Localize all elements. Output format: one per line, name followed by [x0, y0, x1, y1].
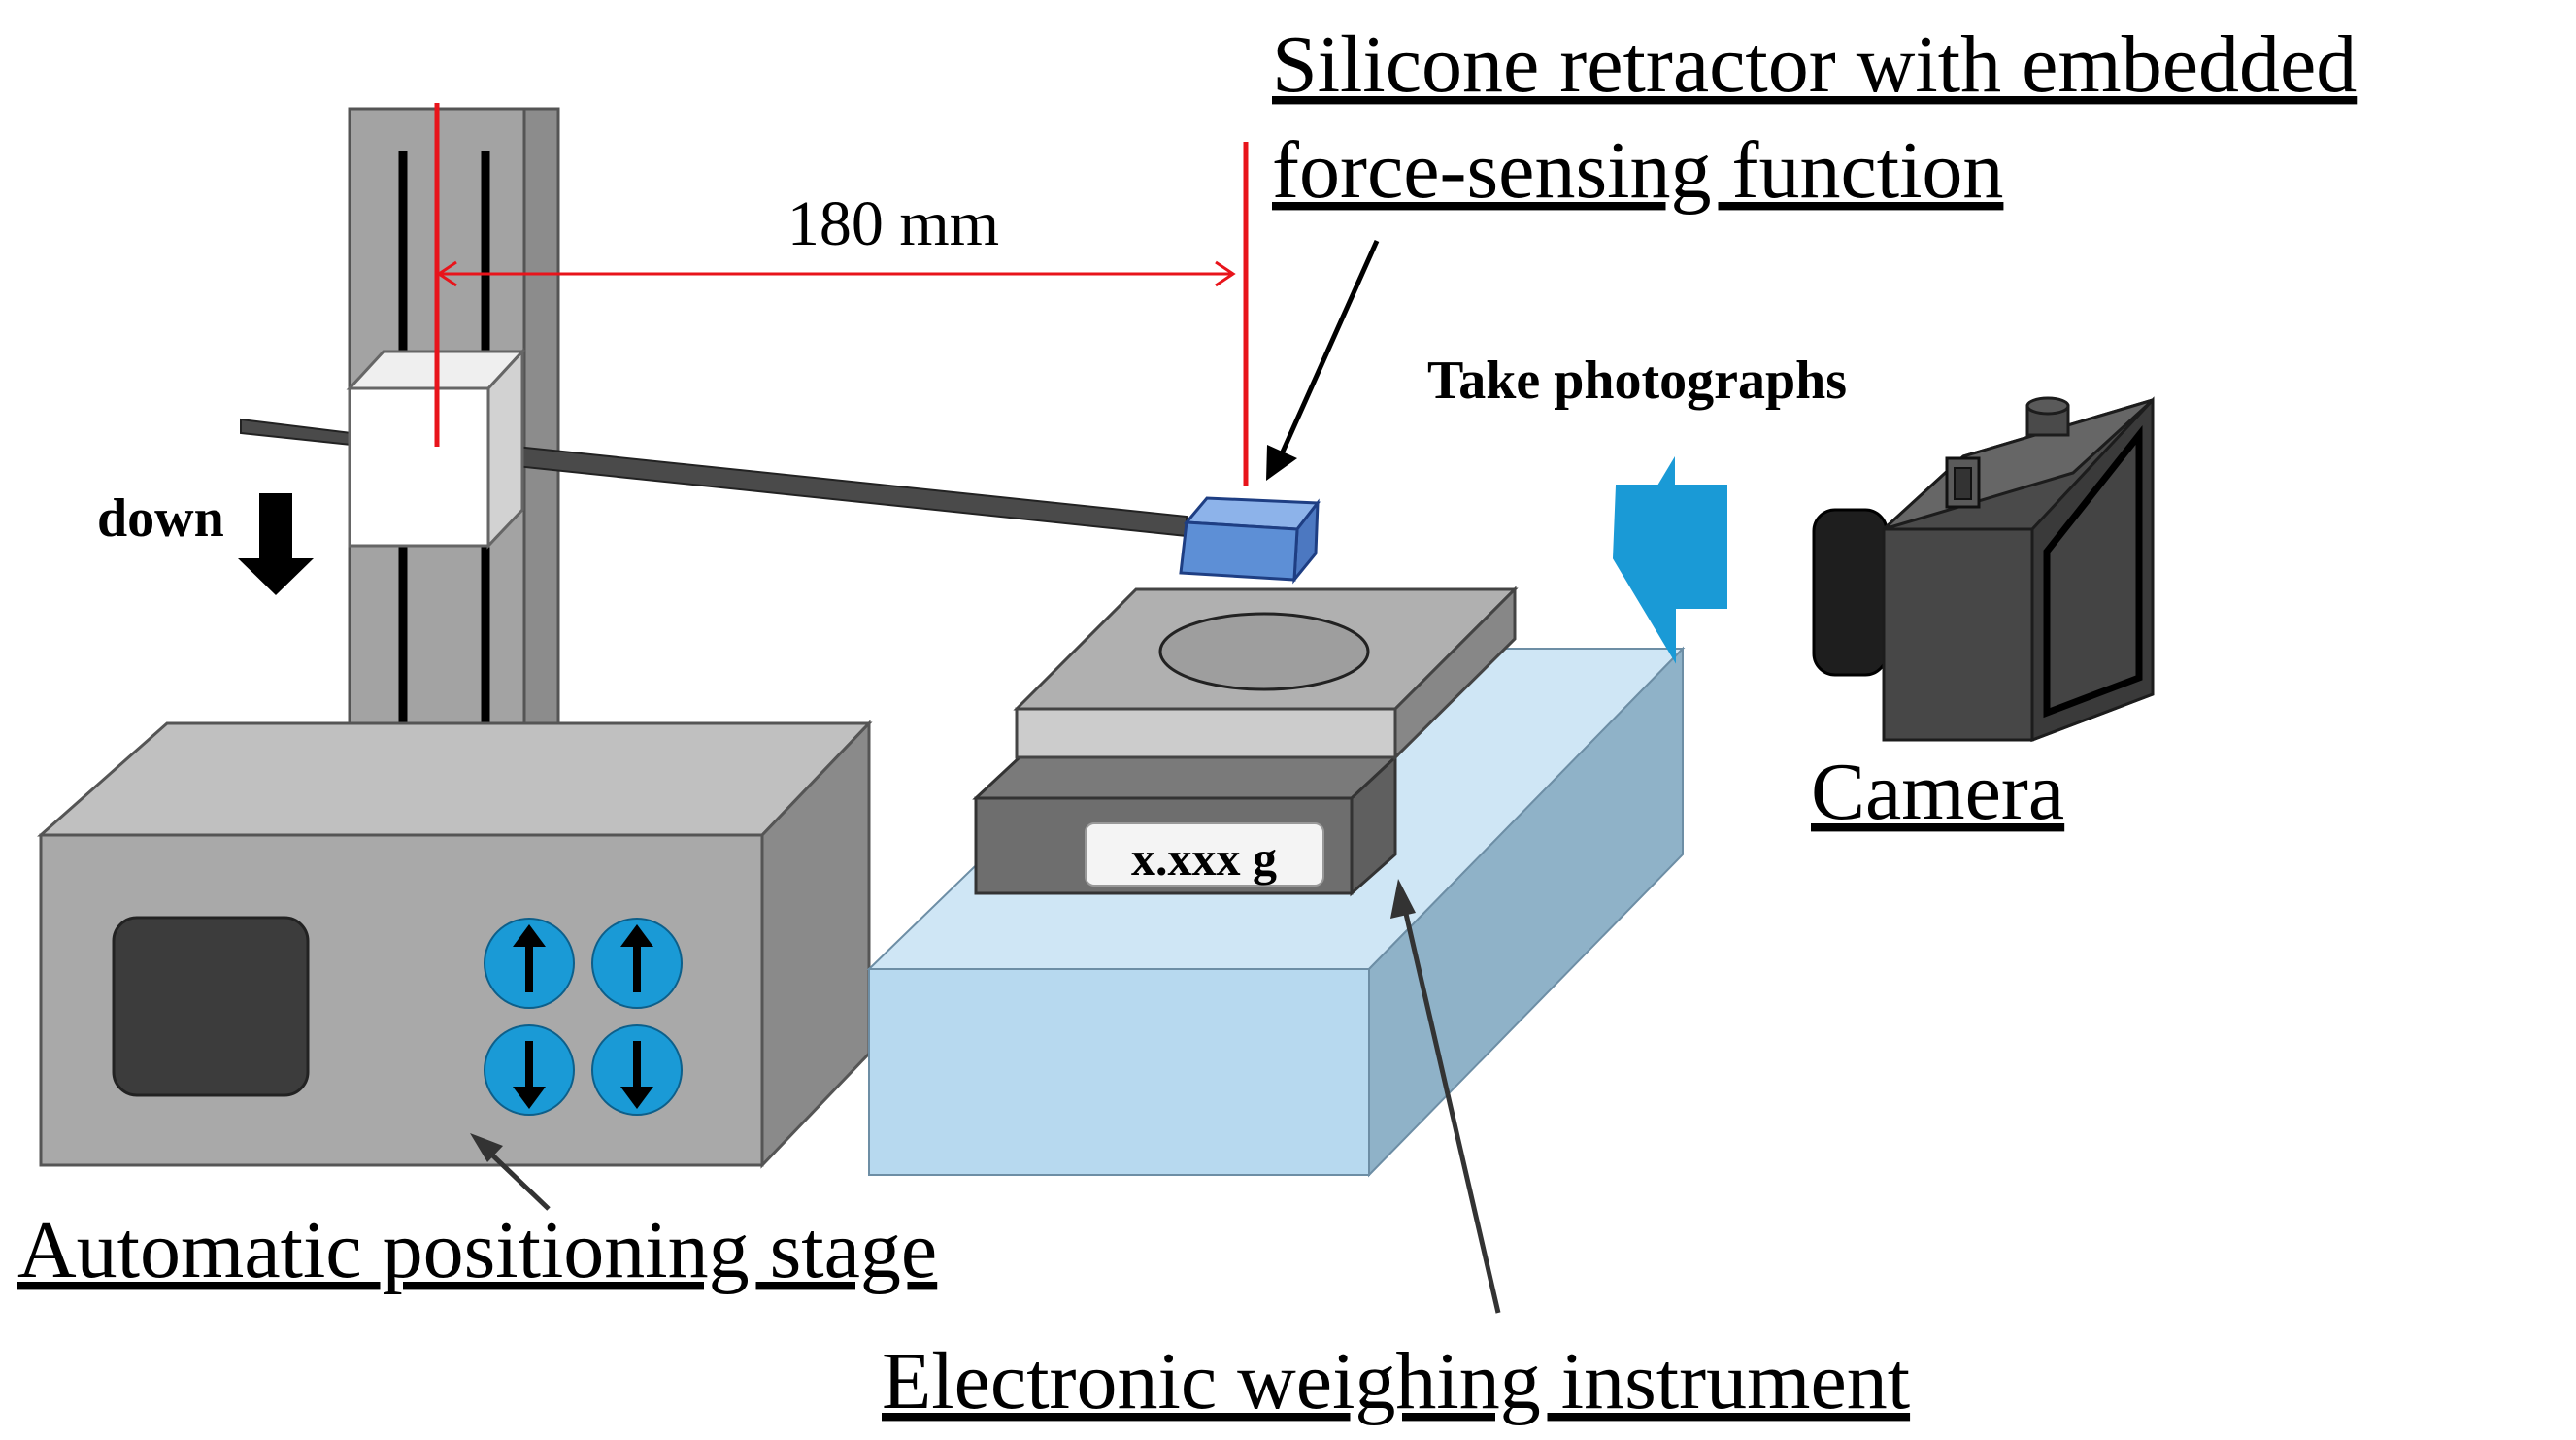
pointer-retractor: [1266, 239, 1380, 481]
arrow-up-icon: [513, 924, 546, 992]
arrow-down-icon: [620, 1041, 653, 1109]
distance-arrow: [436, 260, 1236, 287]
camera-icon: [1812, 396, 2155, 743]
electronic-scale: x.xxx g: [972, 586, 1519, 897]
left-arrow-icon: [1612, 456, 1727, 664]
take-photographs-label: Take photographs: [1427, 351, 1847, 411]
down-button-right[interactable]: [591, 1024, 683, 1116]
scale-display: [1085, 822, 1324, 887]
slider-block: [346, 348, 526, 550]
flash-mount: [1945, 456, 1981, 509]
down-label: down: [97, 488, 224, 549]
stage-screen: [112, 916, 310, 1097]
up-button-right[interactable]: [591, 918, 683, 1009]
pointer-weighing: [1390, 879, 1501, 1314]
pointer-stage: [470, 1133, 551, 1211]
silicone-retractor: [1179, 496, 1321, 585]
shutter-button: [2025, 396, 2070, 437]
up-button-left[interactable]: [484, 918, 575, 1009]
scale-readout: x.xxx g: [1131, 831, 1277, 886]
arrow-down-icon: [513, 1041, 546, 1109]
arrow-up-icon: [620, 924, 653, 992]
camera-lens: [1812, 508, 1889, 677]
distance-label: 180 mm: [787, 188, 999, 259]
down-arrow-icon: [238, 493, 314, 595]
distance-markers: [434, 103, 1249, 486]
stage-control-buttons: [484, 918, 683, 1116]
weighing-pan: [1158, 612, 1370, 691]
down-button-left[interactable]: [484, 1024, 575, 1116]
retractor-label-line2: force-sensing function: [1272, 125, 2003, 216]
retractor-label-line1: Silicone retractor with embedded: [1272, 19, 2357, 110]
camera-label: Camera: [1811, 747, 2064, 837]
stage-label: Automatic positioning stage: [17, 1205, 937, 1295]
positioning-stage-base: [37, 720, 873, 1169]
weighing-label: Electronic weighing instrument: [882, 1336, 1910, 1426]
